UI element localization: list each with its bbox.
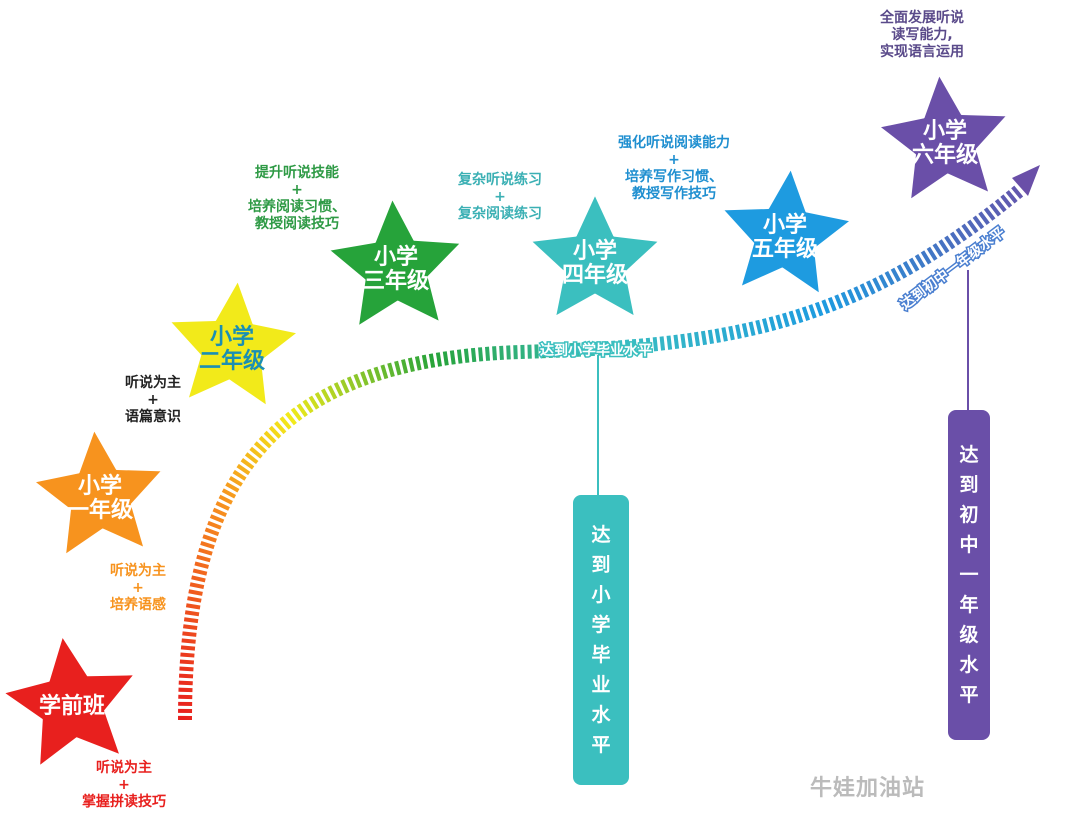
- note-line: +: [494, 189, 506, 205]
- note-line: +: [291, 182, 303, 198]
- note-grade5: 强化听说阅读能力+培养写作习惯、教授写作技巧: [618, 135, 730, 203]
- star-label: 六年级: [912, 142, 978, 168]
- note-line: +: [132, 580, 144, 596]
- star-label: 一年级: [67, 497, 133, 523]
- star-label: 小学: [210, 324, 254, 350]
- star-label: 小学: [923, 118, 967, 144]
- milestone-char: 一: [959, 564, 979, 586]
- milestone-primary-graduation: 达到小学毕业水平: [573, 495, 629, 785]
- star-label: 三年级: [363, 268, 429, 294]
- note-grade1: 听说为主+培养语感: [110, 563, 166, 614]
- star-label: 小学: [78, 473, 122, 499]
- star-label: 小学: [374, 244, 418, 270]
- milestone-char: 达: [959, 444, 979, 466]
- note-line: +: [668, 152, 680, 168]
- milestone-char: 级: [959, 624, 979, 646]
- note-line: 培养写作习惯、: [625, 169, 723, 185]
- star-label: 小学: [573, 238, 617, 264]
- star-shape: [168, 279, 300, 408]
- star-shape: [327, 197, 463, 328]
- note-line: 全面发展听说: [880, 10, 964, 26]
- star-label: 四年级: [562, 262, 628, 288]
- note-line: 培养语感: [110, 597, 166, 613]
- star-shape: [32, 428, 164, 557]
- note-line: +: [147, 392, 159, 408]
- note-line: 掌握拼读技巧: [82, 794, 166, 810]
- note-line: 教授阅读技巧: [255, 216, 339, 232]
- note-grade3: 提升听说技能+培养阅读习惯、教授阅读技巧: [248, 165, 346, 233]
- milestone-char: 中: [959, 534, 979, 556]
- note-line: 实现语言运用: [880, 44, 964, 60]
- milestone-char: 小: [591, 584, 611, 606]
- curve-label-primary-graduation: 达到小学毕业水平: [540, 342, 652, 359]
- milestone-char: 年: [959, 594, 979, 616]
- star-label: 二年级: [199, 348, 265, 374]
- note-line: +: [118, 777, 130, 793]
- star-label: 小学: [763, 212, 807, 238]
- star-shape: [2, 634, 136, 768]
- star-shape: [877, 73, 1009, 202]
- milestone-char: 学: [591, 614, 611, 636]
- milestone-char: 平: [591, 734, 611, 756]
- star-label: 学前班: [39, 693, 105, 719]
- note-grade2: 听说为主+语篇意识: [125, 375, 181, 426]
- milestone-char: 水: [959, 654, 979, 676]
- milestone-char: 平: [959, 684, 979, 706]
- milestone-char: 到: [959, 474, 979, 496]
- milestone-char: 达: [591, 524, 611, 546]
- star-shape: [721, 167, 853, 296]
- note-line: 培养阅读习惯、: [248, 199, 346, 215]
- progress-curve: [178, 184, 1025, 721]
- note-line: 读写能力,: [891, 27, 953, 43]
- note-line: 听说为主: [125, 375, 181, 391]
- star-label: 五年级: [752, 236, 818, 262]
- milestone-char: 到: [591, 554, 611, 576]
- note-preschool: 听说为主+掌握拼读技巧: [82, 760, 166, 811]
- note-line: 复杂阅读练习: [458, 206, 542, 222]
- star-shape: [529, 193, 661, 318]
- note-grade6: 全面发展听说读写能力,实现语言运用: [880, 10, 964, 61]
- milestone-char: 水: [591, 704, 611, 726]
- note-line: 复杂听说练习: [458, 172, 542, 188]
- star-stage-0: 学前班: [2, 634, 136, 768]
- milestone-char: 业: [591, 674, 611, 696]
- note-line: 强化听说阅读能力: [618, 135, 730, 151]
- watermark: 牛娃加油站: [810, 776, 926, 801]
- milestone-junior-one: 达到初中一年级水平: [948, 410, 990, 740]
- arrow-head-icon: [1012, 165, 1040, 196]
- note-line: 听说为主: [110, 563, 166, 579]
- note-line: 语篇意识: [125, 409, 181, 425]
- note-grade4: 复杂听说练习+复杂阅读练习: [458, 172, 542, 223]
- note-line: 听说为主: [96, 760, 152, 776]
- milestone-char: 毕: [591, 644, 611, 666]
- milestone-char: 初: [959, 504, 979, 526]
- note-line: 提升听说技能: [255, 165, 339, 181]
- note-line: 教授写作技巧: [632, 186, 716, 202]
